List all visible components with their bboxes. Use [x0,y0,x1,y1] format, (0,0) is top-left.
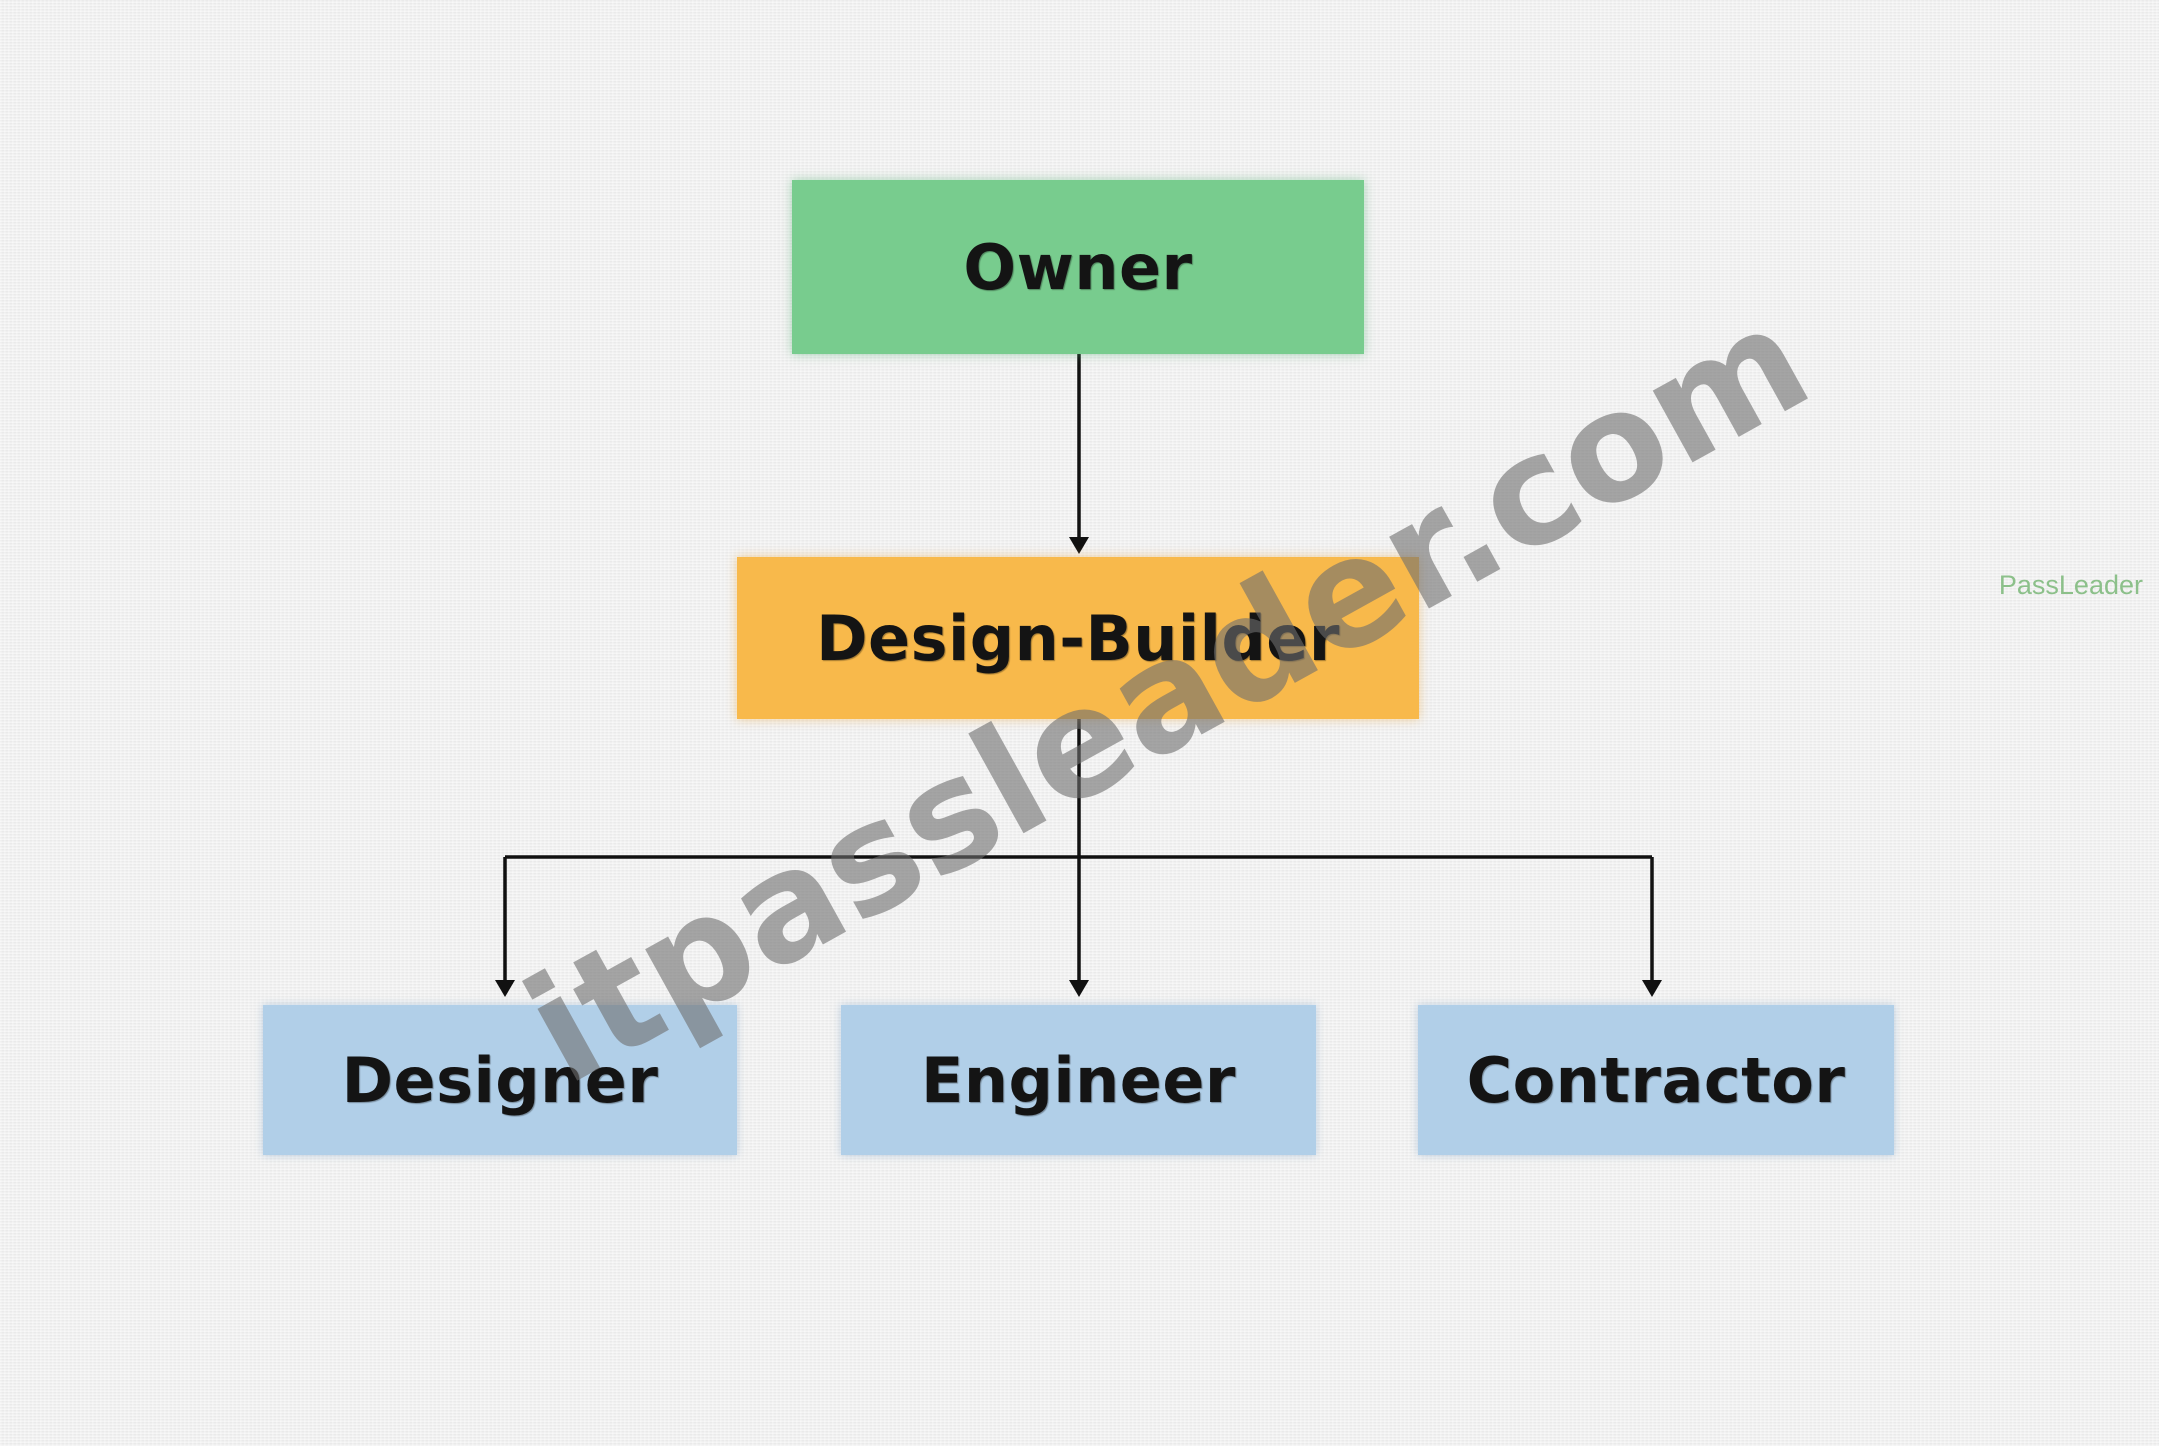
arrowhead-design-builder [1069,537,1089,554]
arrowhead-contractor [1642,980,1662,997]
designer-label: Designer [341,1043,659,1117]
contractor-node: Contractor [1418,1005,1894,1155]
watermark-text: itpassleader.com [499,271,1836,1119]
owner-label: Owner [963,230,1193,304]
design-builder-node: Design-Builder [737,557,1419,719]
owner-node: Owner [792,180,1364,354]
design-builder-label: Design-Builder [816,601,1340,675]
engineer-node: Engineer [841,1005,1316,1155]
engineer-label: Engineer [921,1043,1236,1117]
contractor-label: Contractor [1466,1043,1846,1117]
designer-node: Designer [263,1005,737,1155]
arrowhead-engineer [1069,980,1089,997]
brand-watermark: PassLeader [1998,570,2143,600]
arrowhead-designer [495,980,515,997]
